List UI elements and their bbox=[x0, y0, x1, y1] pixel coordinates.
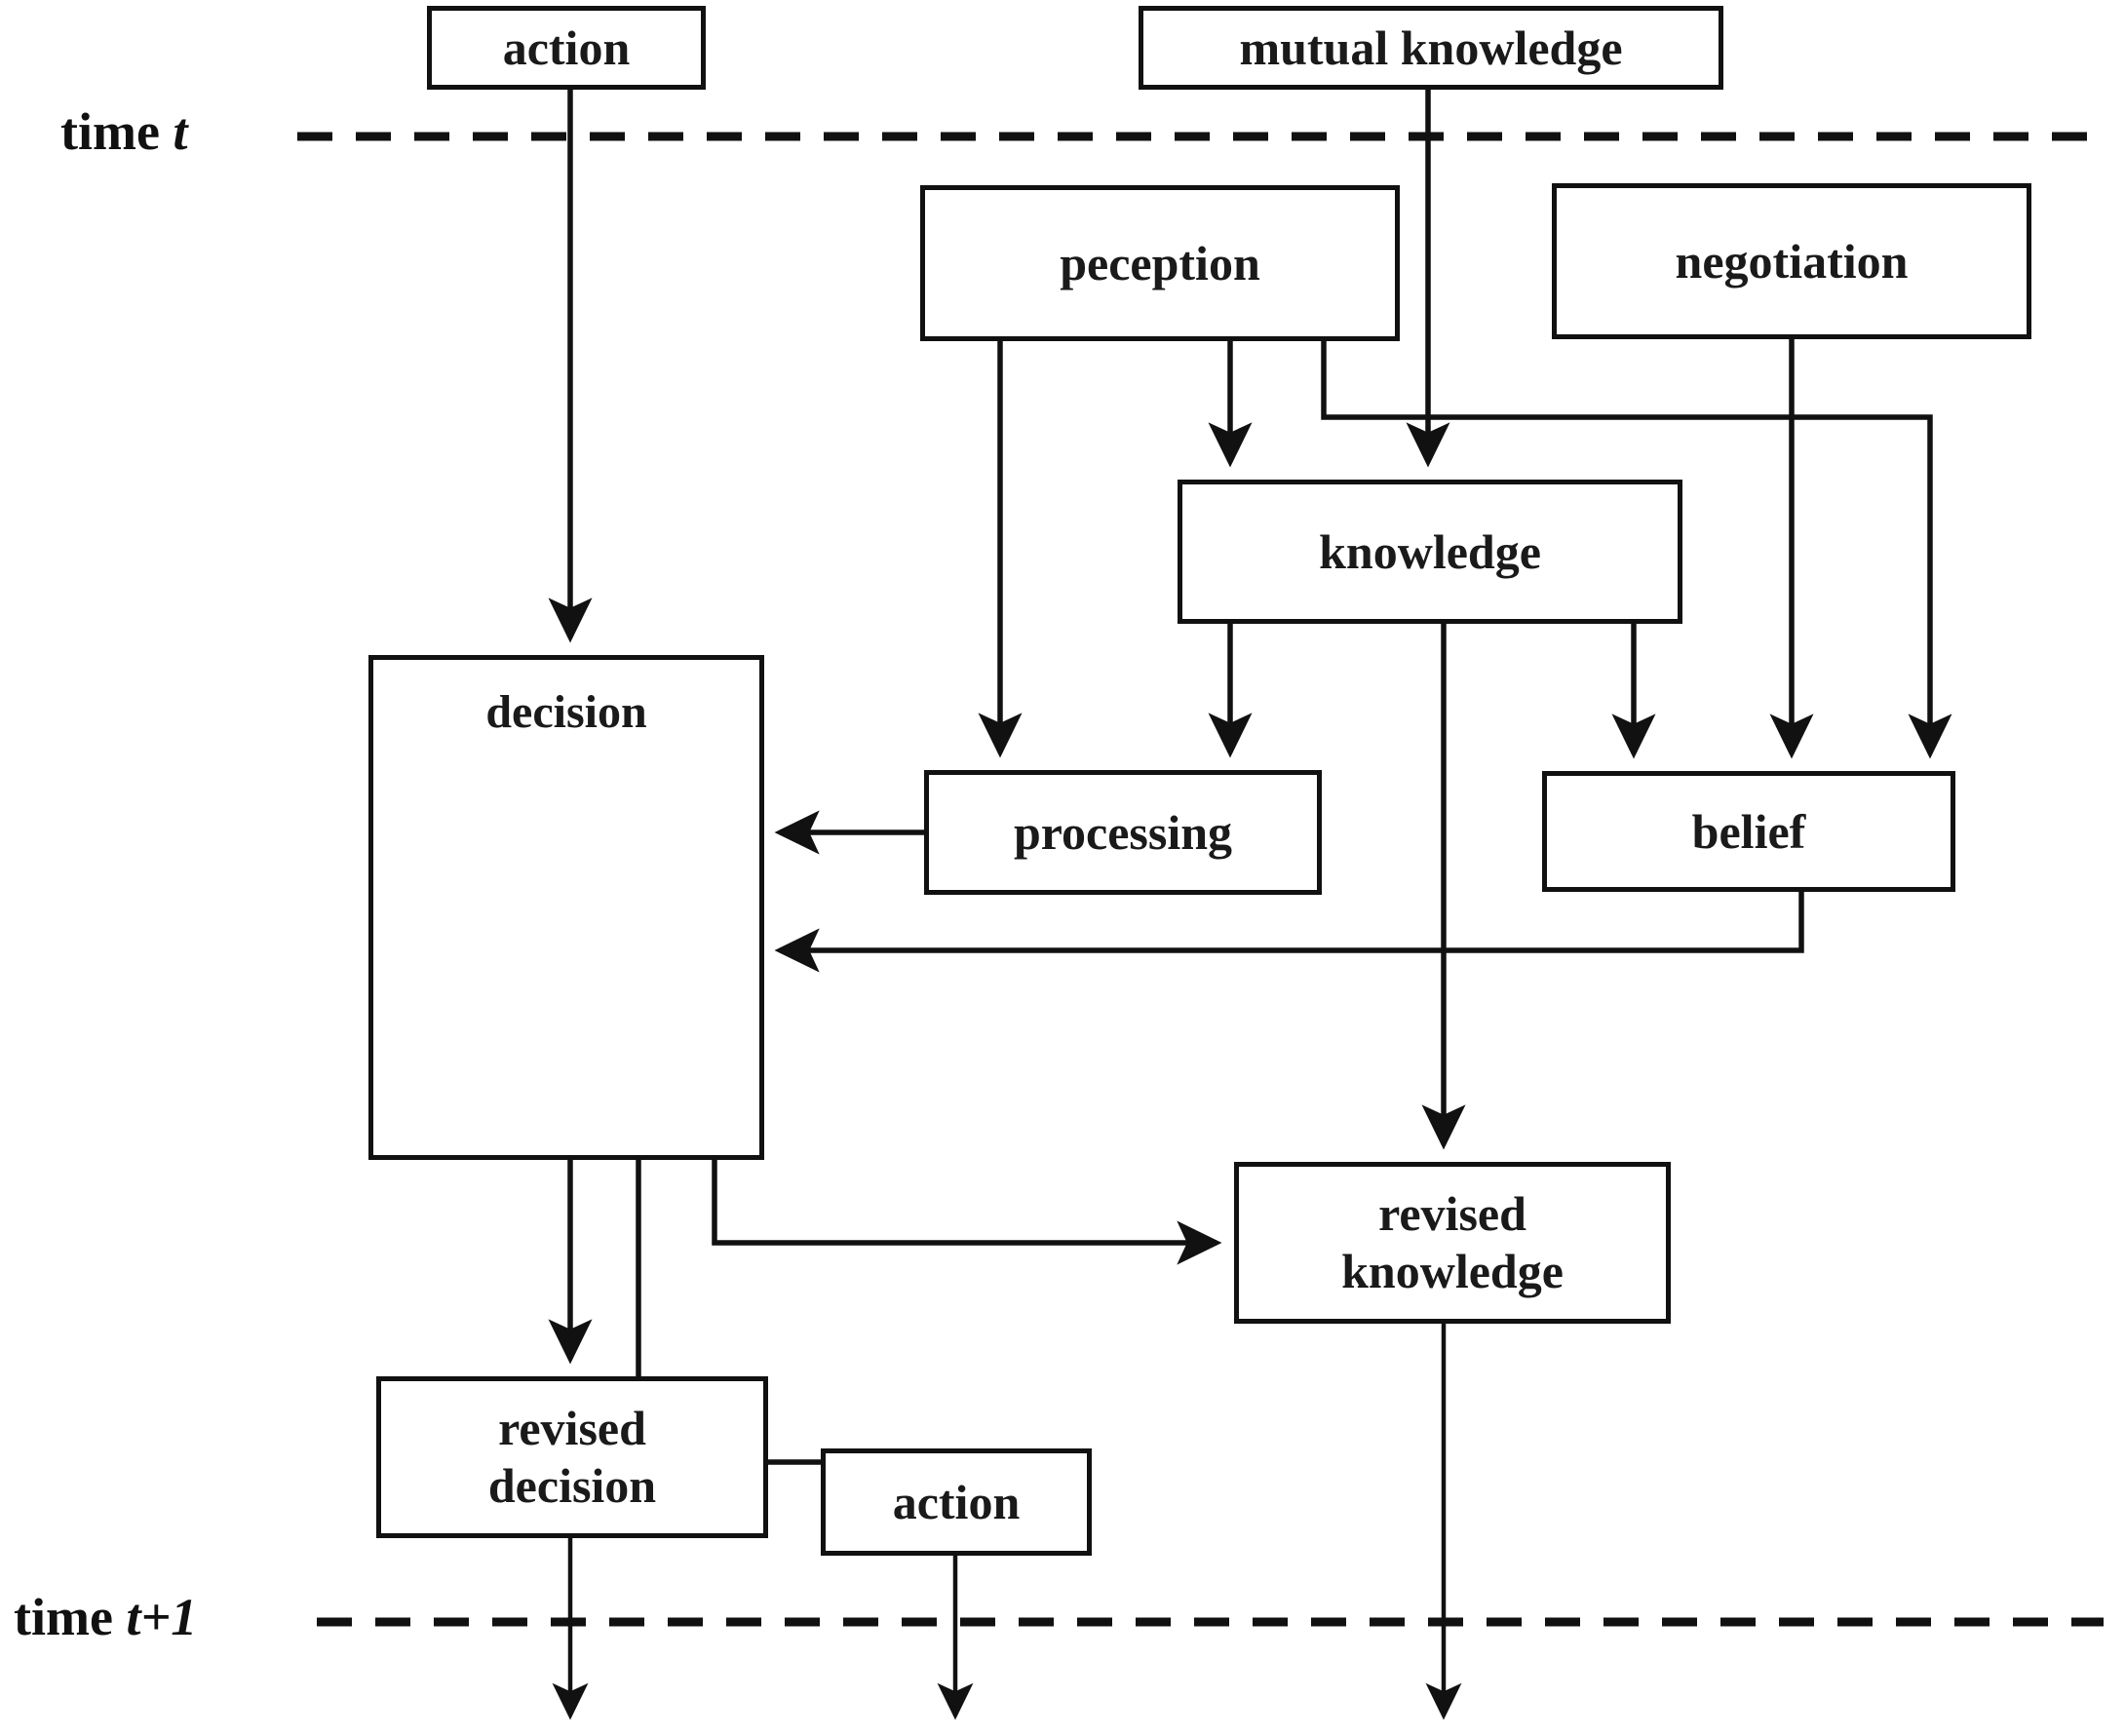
node-revised-decision-label-line2: decision bbox=[487, 1458, 657, 1513]
node-processing[interactable]: processing bbox=[924, 770, 1322, 895]
node-decision-label: decision bbox=[485, 686, 647, 738]
node-knowledge-label: knowledge bbox=[1319, 523, 1541, 579]
node-action-bottom-label: action bbox=[892, 1474, 1021, 1529]
node-processing-label: processing bbox=[1013, 804, 1233, 860]
node-mutual-knowledge[interactable]: mutual knowledge bbox=[1139, 6, 1723, 90]
timeline-label-t-prefix: time bbox=[60, 102, 174, 161]
node-action-top-label: action bbox=[502, 19, 631, 75]
node-peception[interactable]: peception bbox=[920, 185, 1400, 341]
timeline-label-t: time t bbox=[60, 101, 187, 162]
timeline-label-t-var: t bbox=[173, 102, 188, 161]
node-negotiation-label: negotiation bbox=[1675, 233, 1909, 289]
node-revised-decision[interactable]: revised decision bbox=[376, 1376, 768, 1538]
node-revised-knowledge[interactable]: revised knowledge bbox=[1234, 1162, 1671, 1324]
node-action-top[interactable]: action bbox=[427, 6, 706, 90]
node-revised-decision-label-line1: revised bbox=[498, 1401, 646, 1455]
timeline-label-t1-var: t+1 bbox=[126, 1588, 198, 1646]
node-action-bottom[interactable]: action bbox=[821, 1448, 1092, 1556]
edge-belief-to-innerbelief bbox=[774, 892, 1804, 973]
node-knowledge[interactable]: knowledge bbox=[1178, 480, 1682, 624]
node-negotiation[interactable]: negotiation bbox=[1552, 183, 2031, 339]
node-belief-main[interactable]: belief bbox=[1542, 771, 1955, 892]
node-peception-label: peception bbox=[1060, 235, 1260, 290]
node-revised-knowledge-label-line2: knowledge bbox=[1341, 1244, 1564, 1298]
node-mutual-knowledge-label: mutual knowledge bbox=[1239, 19, 1623, 75]
timeline-label-t1: time t+1 bbox=[14, 1587, 197, 1647]
timeline-label-t1-prefix: time bbox=[14, 1588, 127, 1646]
edge-decision-to-revisedknowledge bbox=[712, 1160, 1222, 1265]
node-belief-main-label: belief bbox=[1691, 803, 1806, 859]
node-decision[interactable]: decision bbox=[368, 655, 764, 1160]
node-revised-knowledge-label-line1: revised bbox=[1378, 1186, 1526, 1241]
